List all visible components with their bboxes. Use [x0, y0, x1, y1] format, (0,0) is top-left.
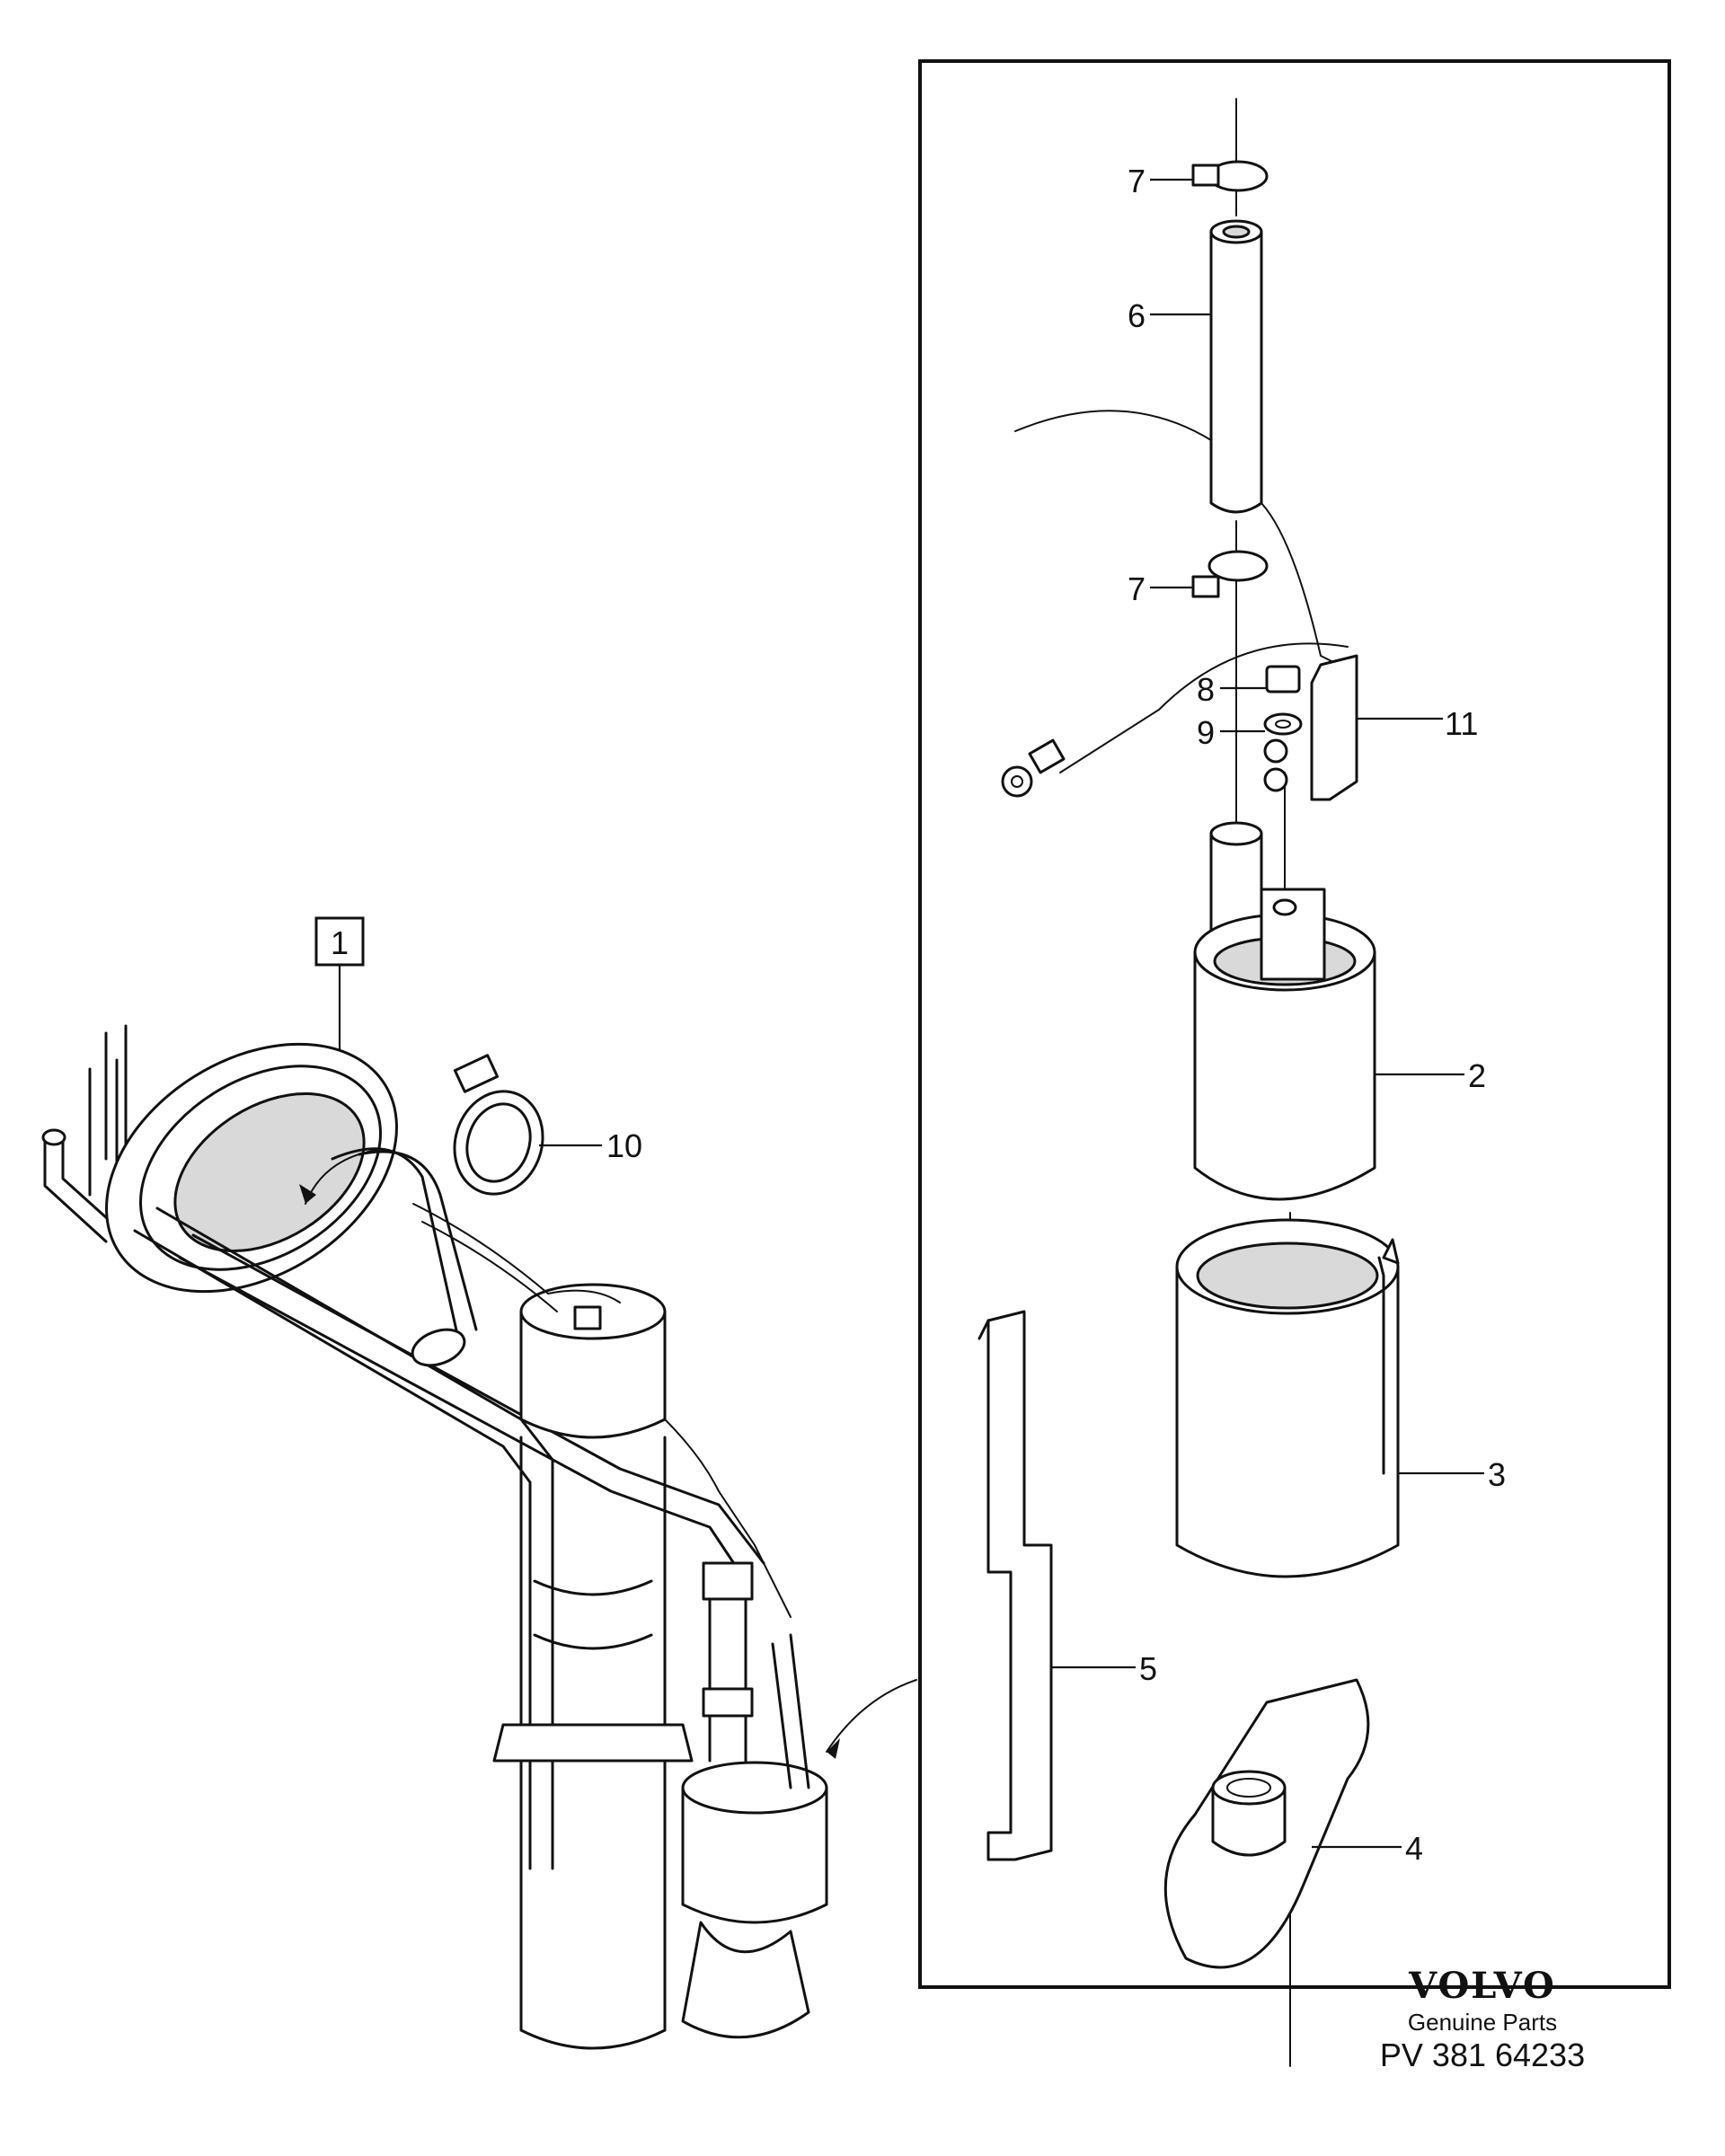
callout-5: 5 [1139, 1650, 1157, 1687]
wiring-bracket-11 [1001, 642, 1358, 801]
diagram-code: PV 381 64233 [1379, 2037, 1586, 2073]
exploded-view-frame [918, 59, 1671, 1989]
hose-clamp-7-lower [1191, 550, 1269, 598]
bracket-5 [978, 1310, 1053, 1861]
nut-8 [1265, 665, 1301, 694]
brand-block: VOLVO Genuine Parts PV 381 64233 [1348, 1966, 1617, 2073]
callout-9: 9 [1197, 714, 1215, 751]
callout-7-upper: 7 [1128, 163, 1146, 199]
pump-sleeve-3 [1175, 1218, 1400, 1578]
callout-1: 1 [331, 924, 349, 961]
strainer-4 [1163, 1678, 1370, 1969]
hose-clamp-7-upper [1191, 160, 1269, 192]
callout-7-lower: 7 [1128, 570, 1146, 607]
washer-9 [1263, 712, 1303, 736]
hose-clamp-part [453, 1054, 544, 1196]
callout-10: 10 [606, 1127, 642, 1164]
fuel-hose-6 [1209, 219, 1263, 514]
callout-8: 8 [1197, 671, 1215, 708]
fuel-pump-assembly [41, 1024, 917, 2050]
brand-name: VOLVO [1409, 1965, 1556, 2007]
callout-3: 3 [1488, 1456, 1506, 1493]
callout-4: 4 [1405, 1830, 1423, 1867]
brand-subtitle: Genuine Parts [1407, 2009, 1558, 2036]
callout-6: 6 [1128, 297, 1146, 334]
callout-11: 11 [1445, 705, 1478, 742]
callout-2: 2 [1468, 1057, 1486, 1094]
callout-box-1 [314, 916, 365, 967]
fuel-pump-2 [1193, 821, 1376, 1201]
